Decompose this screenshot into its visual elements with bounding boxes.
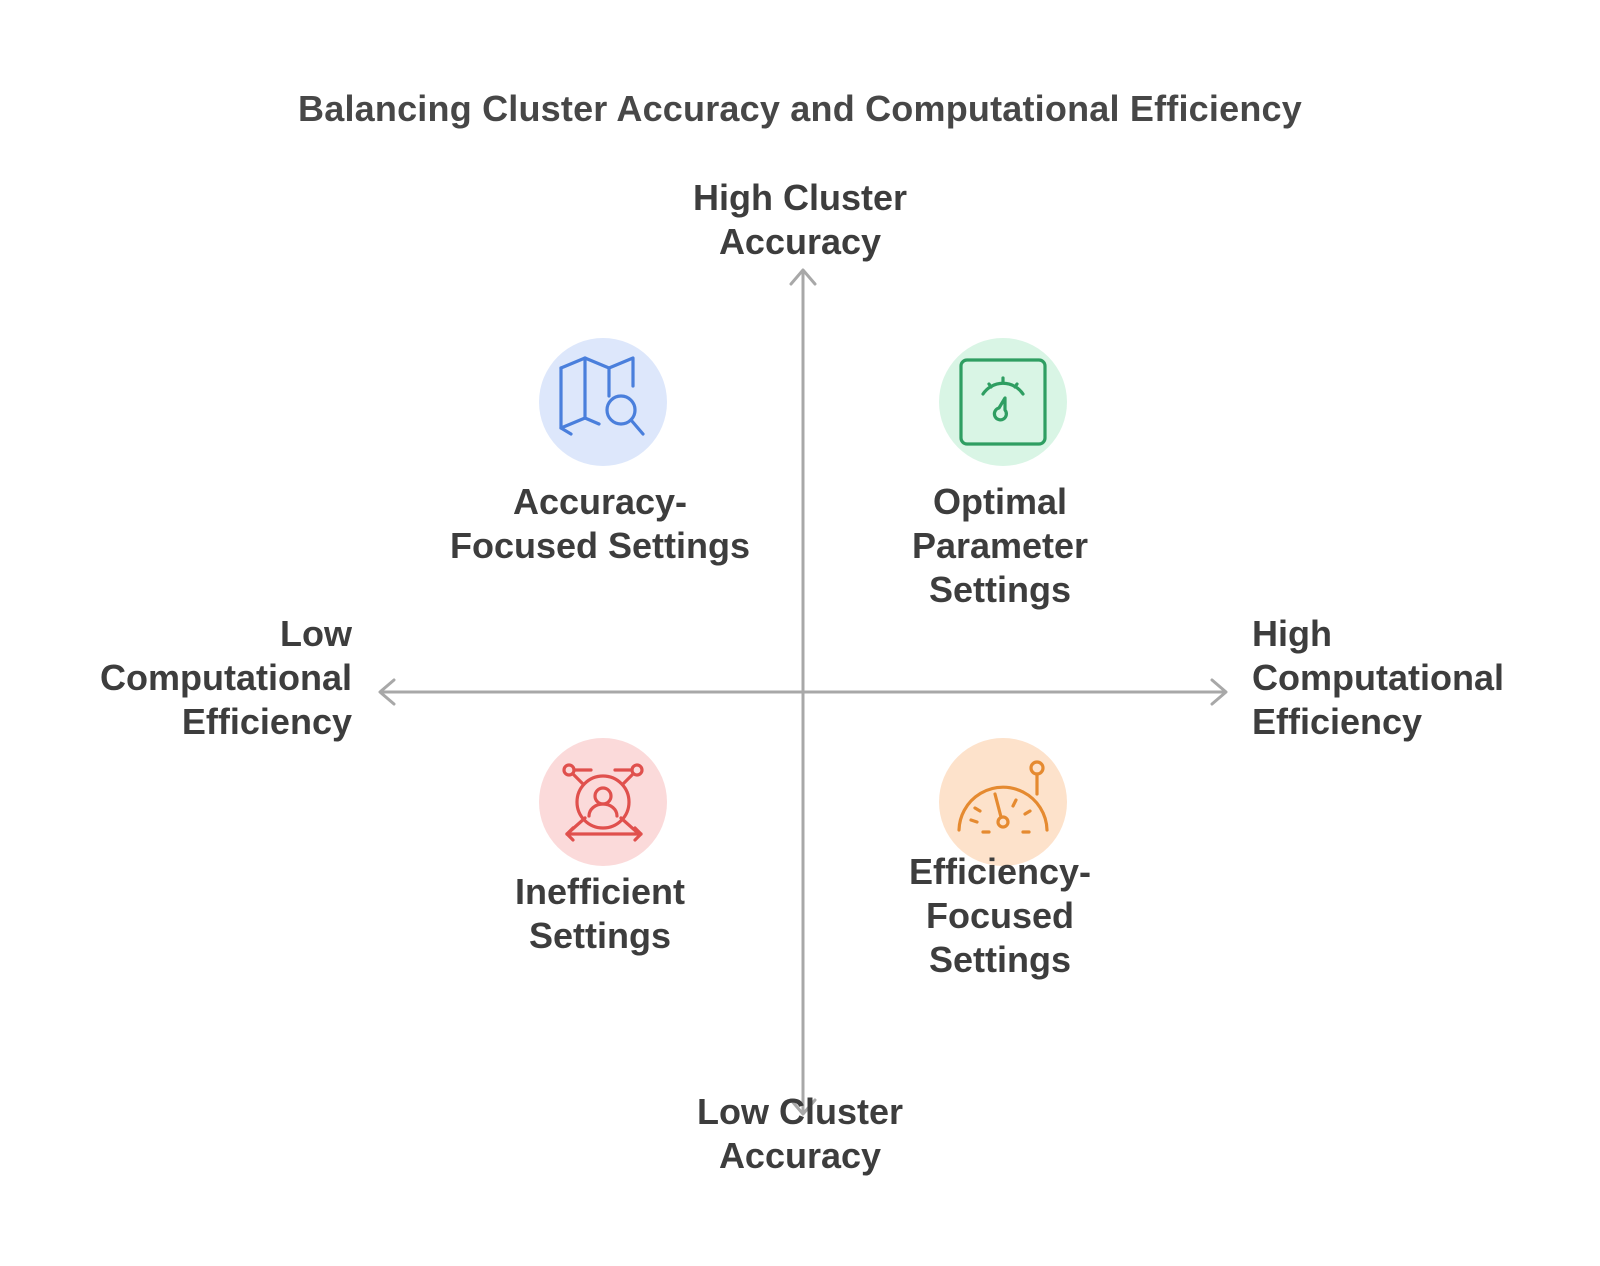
- axis-label-low-efficiency: Low Computational Efficiency: [100, 613, 352, 742]
- map-search-icon: [539, 338, 667, 466]
- diagram-title: Balancing Cluster Accuracy and Computati…: [298, 88, 1302, 129]
- axis-label-low-accuracy: Low Cluster Accuracy: [696, 1091, 903, 1176]
- speedometer-icon: [939, 738, 1067, 866]
- quadrant-optimal-parameter: Optimal Parameter Settings: [911, 481, 1089, 610]
- quadrant-inefficient: Inefficient Settings: [514, 871, 685, 956]
- user-network-icon: [539, 738, 667, 866]
- quadrant-efficiency-focused: Efficiency- Focused Settings: [908, 851, 1092, 980]
- axis-label-high-accuracy: High Cluster Accuracy: [692, 177, 907, 262]
- axis-arrow-right: [1210, 678, 1228, 706]
- gauge-icon: [939, 338, 1067, 466]
- axis-arrow-left: [378, 678, 396, 706]
- axis-arrow-down: [789, 1098, 817, 1116]
- quadrant-accuracy-focused: Accuracy- Focused Settings: [449, 481, 751, 566]
- axis-arrow-up: [789, 268, 817, 286]
- axis-label-high-efficiency: High Computational Efficiency: [1252, 613, 1504, 742]
